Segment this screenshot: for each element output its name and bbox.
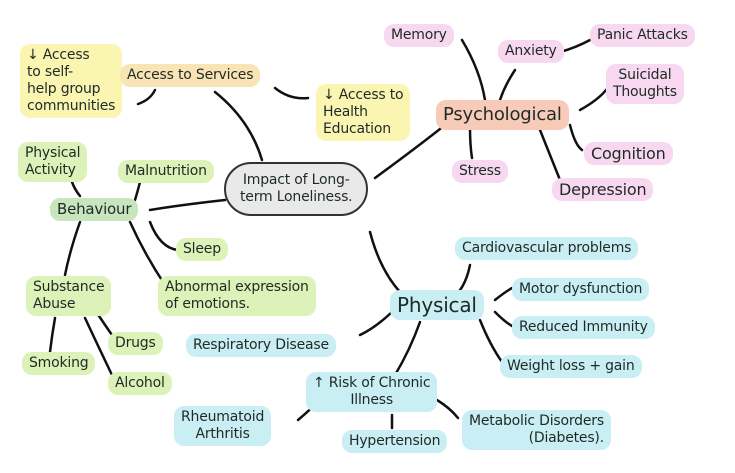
node-suicidal-thoughts: Suicidal Thoughts [606,64,684,104]
node-malnutrition: Malnutrition [118,160,214,183]
node-drugs: Drugs [108,332,163,355]
link-psych-stress [468,126,474,160]
node-behaviour: Behaviour [50,198,139,221]
link-physical-chronic [393,320,422,377]
node-psychological: Psychological [436,100,569,130]
link-psych-suicidal [578,88,608,112]
node-panic-attacks: Panic Attacks [590,24,695,47]
node-respiratory-disease: Respiratory Disease [186,334,336,357]
link-physical-immunity [493,310,514,328]
link-physical-motor [493,286,514,302]
link-psych-depression [538,128,562,182]
node-cognition: Cognition [584,142,673,165]
link-psych-cognition [568,123,584,152]
node-stress: Stress [452,160,508,183]
link-behaviour-maln [133,180,142,202]
link-physical-respiratory [358,310,394,337]
link-center-psych [373,123,447,180]
node-motor-dysfunction: Motor dysfunction [512,278,650,301]
node-self-help-access: ↓ Access to self- help group communities [20,44,123,118]
link-chronic-metabolic [435,398,460,420]
link-behaviour-sleep [148,220,180,252]
node-metabolic-disorders: Metabolic Disorders (Diabetes). [462,410,611,450]
link-behaviour-abnormal [128,220,167,287]
link-center-behaviour [148,198,227,212]
link-anxiety-panic [558,38,592,54]
node-physical-activity: Physical Activity [18,142,88,182]
link-behaviour-pa [70,180,82,198]
node-anxiety: Anxiety [498,40,564,63]
node-substance-abuse: Substance Abuse [26,276,112,316]
node-cardiovascular: Cardiovascular problems [455,237,639,260]
node-smoking: Smoking [22,352,96,375]
link-psych-memory [460,38,487,102]
node-weight-change: Weight loss + gain [500,355,642,378]
node-access-to-services: Access to Services [120,64,261,87]
node-physical: Physical [390,290,484,320]
node-abnormal-emotions: Abnormal expression of emotions. [158,276,316,316]
node-central-topic: Impact of Long- term Loneliness. [224,162,369,216]
link-substance-alcohol [83,316,114,377]
node-hypertension: Hypertension [342,430,448,453]
link-center-physical [368,230,402,294]
node-alcohol: Alcohol [108,372,172,395]
node-reduced-immunity: Reduced Immunity [512,316,655,339]
link-services-center [213,90,264,162]
link-psych-anxiety [498,68,517,102]
node-chronic-illness-risk: ↑ Risk of Chronic Illness [306,372,438,412]
node-rheumatoid-arthritis: Rheumatoid Arthritis [174,406,272,446]
link-behaviour-substance [63,220,82,277]
link-substance-smoking [48,316,57,354]
node-memory: Memory [384,24,454,47]
node-depression: Depression [552,178,654,201]
link-services-health [273,86,310,100]
link-services-selfhelp [136,88,157,106]
link-physical-weight [478,318,504,364]
node-health-education-access: ↓ Access to Health Education [316,84,411,141]
node-sleep: Sleep [176,238,228,261]
